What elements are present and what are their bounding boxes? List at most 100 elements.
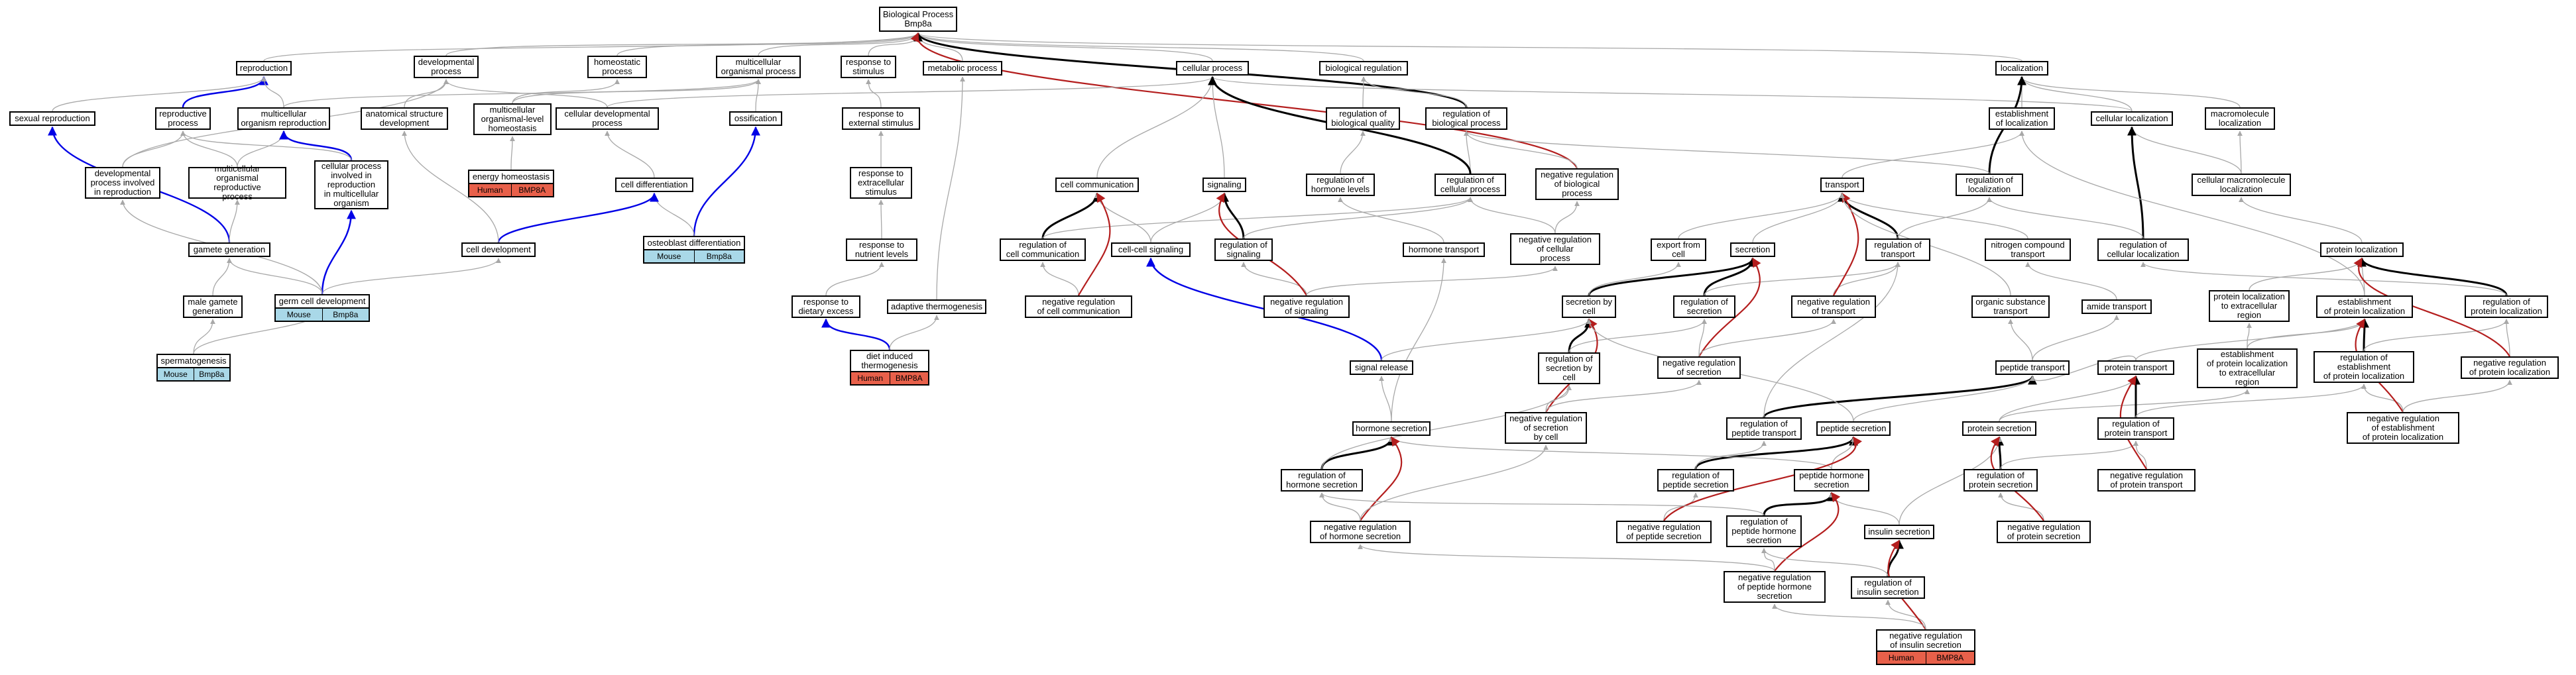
node-peptide-secretion[interactable]: peptide secretion [1816,421,1891,436]
node-regulation-of-protein-transport[interactable]: regulation of protein transport [2097,417,2174,440]
node-sexual-reproduction[interactable]: sexual reproduction [9,111,95,126]
node-spermatogenesis[interactable]: spermatogenesis [156,354,231,368]
node-regulation-of-cell-communication[interactable]: regulation of cell communication [1000,238,1086,261]
node-negative-regulation-of-peptide-secretion[interactable]: negative regulation of peptide secretion [1616,521,1712,543]
node-negative-regulation-of-insulin-secretion[interactable]: negative regulation of insulin secretion [1876,629,1975,652]
node-localization[interactable]: localization [1995,61,2048,76]
node-ossification[interactable]: ossification [729,111,782,126]
node-negative-regulation-of-signaling[interactable]: negative regulation of signaling [1263,295,1350,318]
node-protein-localization-to-extracellular-region[interactable]: protein localization to extracellular re… [2209,290,2290,322]
node-macromolecule-localization[interactable]: macromolecule localization [2205,107,2275,130]
node-regulation-of-cellular-localization[interactable]: regulation of cellular localization [2097,238,2189,261]
node-hormone-secretion[interactable]: hormone secretion [1352,421,1431,436]
node-regulation-of-secretion[interactable]: regulation of secretion [1673,295,1735,318]
node-negative-regulation-of-cellular-process[interactable]: negative regulation of cellular process [1510,233,1600,265]
node-cell-differentiation[interactable]: cell differentiation [615,178,693,192]
node-response-to-nutrient-levels[interactable]: response to nutrient levels [846,238,917,261]
node-adaptive-thermogenesis[interactable]: adaptive thermogenesis [887,299,986,314]
node-regulation-of-localization[interactable]: regulation of localization [1956,174,2023,196]
node-cellular-developmental-process[interactable]: cellular developmental process [556,107,659,130]
node-organic-substance-transport[interactable]: organic substance transport [1971,295,2050,318]
node-multicellular-organismal-level-homeostasis[interactable]: multicellular organismal-level homeostas… [473,103,552,135]
node-signaling[interactable]: signaling [1202,178,1246,192]
node-metabolic-process[interactable]: metabolic process [923,61,1002,76]
node-regulation-of-hormone-secretion[interactable]: regulation of hormone secretion [1281,469,1363,492]
node-negative-regulation-of-protein-transport[interactable]: negative regulation of protein transport [2097,469,2195,492]
node-peptide-hormone-secretion[interactable]: peptide hormone secretion [1794,469,1869,492]
edge-regulation_of_peptide_transport-to-peptide_transport [1763,375,2037,418]
node-establishment-of-protein-localization-to-extracellular-region[interactable]: establishment of protein localization to… [2197,348,2298,388]
node-peptide-transport[interactable]: peptide transport [1995,360,2070,375]
node-secretion-by-cell[interactable]: secretion by cell [1562,295,1616,318]
node-protein-transport[interactable]: protein transport [2097,360,2174,375]
node-response-to-extracellular-stimulus[interactable]: response to extracellular stimulus [850,167,912,199]
node-transport[interactable]: transport [1820,178,1864,192]
node-secretion[interactable]: secretion [1730,242,1775,257]
node-cell-cell-signaling[interactable]: cell-cell signaling [1111,242,1191,257]
node-response-to-stimulus[interactable]: response to stimulus [841,56,896,78]
node-amide-transport[interactable]: amide transport [2081,299,2152,314]
edge-transport-to-establishment_of_localization [1842,130,2024,178]
node-negative-regulation-of-cell-communication[interactable]: negative regulation of cell communicatio… [1025,295,1132,318]
node-signal-release[interactable]: signal release [1350,360,1413,375]
node-regulation-of-hormone-levels[interactable]: regulation of hormone levels [1306,174,1375,196]
node-regulation-of-protein-secretion[interactable]: regulation of protein secretion [1963,469,2038,492]
node-multicellular-organismal-reproductive-process[interactable]: multicellular organismal reproductive pr… [188,164,286,201]
node-cellular-macromolecule-localization[interactable]: cellular macromolecule localization [2192,174,2291,196]
node-cell-development[interactable]: cell development [461,242,536,257]
node-biological-regulation[interactable]: biological regulation [1319,61,1408,76]
node-regulation-of-establishment-of-protein-localization[interactable]: regulation of establishment of protein l… [2313,351,2414,383]
node-protein-secretion[interactable]: protein secretion [1962,421,2036,436]
node-negative-regulation-of-peptide-hormone-secretion[interactable]: negative regulation of peptide hormone s… [1724,571,1826,603]
node-establishment-of-localization[interactable]: establishment of localization [1989,107,2055,130]
node-regulation-of-biological-process[interactable]: regulation of biological process [1425,107,1507,130]
node-reproductive-process[interactable]: reproductive process [155,107,211,130]
node-negative-regulation-of-secretion-by-cell[interactable]: negative regulation of secretion by cell [1505,412,1587,444]
node-multicellular-organism-reproduction[interactable]: multicellular organism reproduction [237,107,330,130]
node-negative-regulation-of-secretion[interactable]: negative regulation of secretion [1657,356,1741,379]
node-energy-homeostasis[interactable]: energy homeostasis [468,170,554,184]
node-cell-communication[interactable]: cell communication [1055,178,1139,192]
node-negative-regulation-of-protein-secretion[interactable]: negative regulation of protein secretion [1997,521,2091,543]
node-cellular-process[interactable]: cellular process [1176,61,1249,76]
node-export-from-cell[interactable]: export from cell [1651,238,1706,261]
node-reproduction[interactable]: reproduction [236,61,292,76]
node-negative-regulation-of-biological-process[interactable]: negative regulation of biological proces… [1535,168,1619,200]
node-cellular-localization[interactable]: cellular localization [2091,111,2173,126]
node-regulation-of-insulin-secretion[interactable]: regulation of insulin secretion [1851,576,1925,599]
node-regulation-of-peptide-transport[interactable]: regulation of peptide transport [1726,417,1802,440]
edge-biological_regulation-to-bp [915,32,1364,62]
node-insulin-secretion[interactable]: insulin secretion [1864,525,1934,539]
node-regulation-of-biological-quality[interactable]: regulation of biological quality [1326,107,1400,130]
node-regulation-of-cellular-process[interactable]: regulation of cellular process [1434,174,1506,196]
node-regulation-of-peptide-hormone-secretion[interactable]: regulation of peptide hormone secretion [1726,515,1802,547]
node-hormone-transport[interactable]: hormone transport [1403,242,1485,257]
node-regulation-of-secretion-by-cell[interactable]: regulation of secretion by cell [1538,352,1600,384]
node-establishment-of-protein-localization[interactable]: establishment of protein localization [2316,295,2413,318]
node-protein-localization[interactable]: protein localization [2320,242,2404,257]
node-multicellular-organismal-process[interactable]: multicellular organismal process [716,56,801,78]
node-cellular-process-involved-in-reproduction[interactable]: cellular process involved in reproductio… [314,160,388,209]
node-regulation-of-signaling[interactable]: regulation of signaling [1214,238,1273,261]
node-regulation-of-transport[interactable]: regulation of transport [1865,238,1930,261]
node-developmental-process-involved-in-reproduction[interactable]: developmental process involved in reprod… [85,167,160,199]
node-regulation-of-protein-localization[interactable]: regulation of protein localization [2465,295,2548,318]
node-homeostatic-process[interactable]: homeostatic process [587,56,647,78]
node-diet-induced-thermogenesis[interactable]: diet induced thermogenesis [850,350,929,372]
node-developmental-process[interactable]: developmental process [414,56,479,78]
node-negative-regulation-of-establishment-of-protein-localization[interactable]: negative regulation of establishment of … [2347,412,2459,444]
node-male-gamete-generation[interactable]: male gamete generation [183,295,243,318]
edge-germ_cell_development-to-gamete_generation [227,258,323,295]
node-negative-regulation-of-hormone-secretion[interactable]: negative regulation of hormone secretion [1310,521,1411,543]
node-negative-regulation-of-transport[interactable]: negative regulation of transport [1791,295,1876,318]
node-osteoblast-differentiation[interactable]: osteoblast differentiation [643,236,745,250]
node-negative-regulation-of-protein-localization[interactable]: negative regulation of protein localizat… [2461,356,2559,379]
node-germ-cell-development[interactable]: germ cell development [274,294,370,309]
node-nitrogen-compound-transport[interactable]: nitrogen compound transport [1985,238,2071,261]
node-anatomical-structure-development[interactable]: anatomical structure development [361,107,448,130]
node-gamete-generation[interactable]: gamete generation [188,242,270,257]
node-biological-process-root[interactable]: Biological Process Bmp8a [879,7,957,32]
node-response-to-dietary-excess[interactable]: response to dietary excess [791,295,860,318]
node-response-to-external-stimulus[interactable]: response to external stimulus [842,107,920,130]
node-regulation-of-peptide-secretion[interactable]: regulation of peptide secretion [1657,469,1734,492]
